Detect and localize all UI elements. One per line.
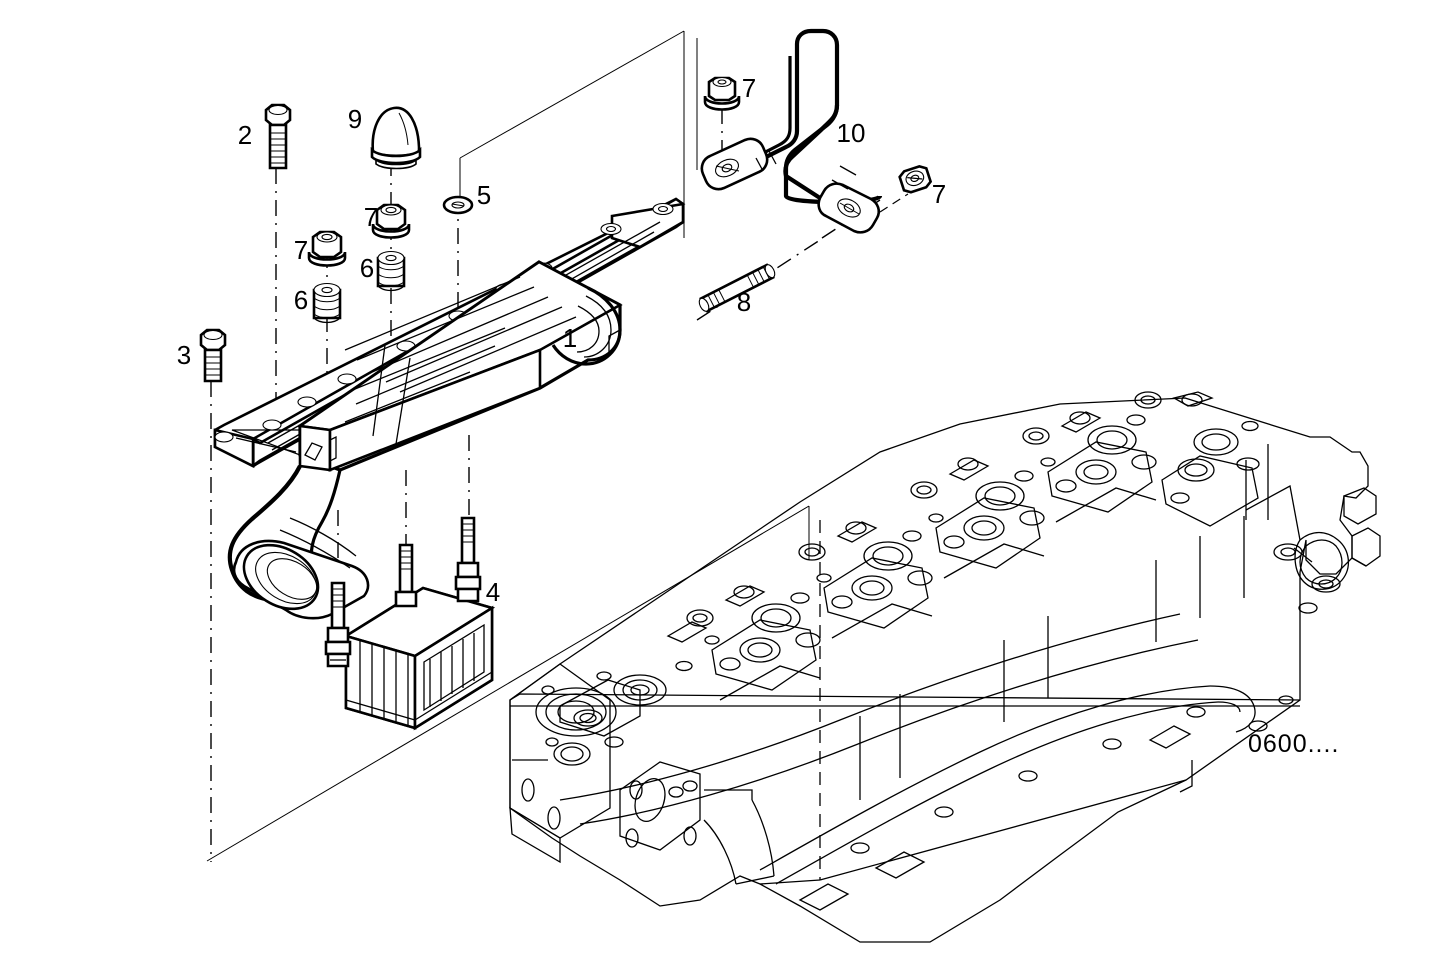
- callout-8: 8: [737, 287, 751, 317]
- heater-terminal-mid: [394, 543, 418, 608]
- callout-7a: 7: [294, 235, 308, 265]
- part-hex-bolt-long: [264, 103, 292, 170]
- part-threaded-stud: [698, 263, 776, 313]
- part-flat-washer: [442, 195, 474, 215]
- heater-terminal-left: [324, 581, 352, 668]
- callout-6a: 6: [294, 285, 308, 315]
- heater-fins: [359, 633, 475, 726]
- part-flange-nut-d: [898, 165, 933, 194]
- leader-nut-7d: [879, 193, 909, 213]
- cyl-group-5: [1040, 414, 1157, 523]
- callout-7b: 7: [364, 202, 378, 232]
- callout-2: 2: [238, 120, 252, 150]
- callout-7c: 7: [742, 73, 756, 103]
- part-flange-nut-c: [703, 76, 741, 111]
- head-bottom-lugs: [798, 725, 1192, 911]
- callout-3: 3: [177, 340, 191, 370]
- heater-terminal-right: [454, 516, 482, 603]
- part-grommet-b: [376, 250, 406, 292]
- callout-7d: 7: [932, 179, 946, 209]
- callout-5: 5: [477, 180, 491, 210]
- part-dome-cap-plug: [370, 106, 422, 170]
- part-breather-tube: [700, 28, 883, 234]
- part-flange-nut-b: [371, 203, 411, 239]
- callout-labels: 1 2 3 4 5 6 6 7 7 7 7 8 9 10: [177, 73, 946, 607]
- part-grommet-a: [312, 282, 342, 324]
- head-right-end: [1245, 444, 1381, 593]
- part-grid-heater: [324, 516, 496, 731]
- callout-1: 1: [563, 323, 577, 353]
- head-top-tabs: [666, 391, 1214, 643]
- cyl-group-4: [928, 470, 1045, 579]
- figure-code: 0600....: [1248, 730, 1339, 758]
- head-bolt-bosses: [686, 391, 1203, 627]
- cyl-group-6: [1161, 420, 1260, 527]
- part-flange-nut-a: [307, 230, 347, 267]
- cyl-group-1: [559, 660, 693, 737]
- callout-4: 4: [486, 577, 500, 607]
- callout-9: 9: [348, 104, 362, 134]
- part-intake-manifold: [213, 197, 686, 620]
- manifold-ribs: [344, 276, 577, 445]
- head-side-bosses: [619, 761, 775, 885]
- cyl-group-2: [704, 592, 821, 701]
- part-hex-bolt-short: [199, 328, 227, 383]
- callout-6b: 6: [360, 253, 374, 283]
- cyl-group-3: [816, 530, 933, 639]
- head-side-webs: [859, 516, 1245, 800]
- head-left-end-face: [509, 663, 624, 839]
- head-lower-rail-holes: [850, 602, 1318, 854]
- callout-10: 10: [837, 118, 866, 148]
- cylinder-head-assembly: [509, 391, 1381, 943]
